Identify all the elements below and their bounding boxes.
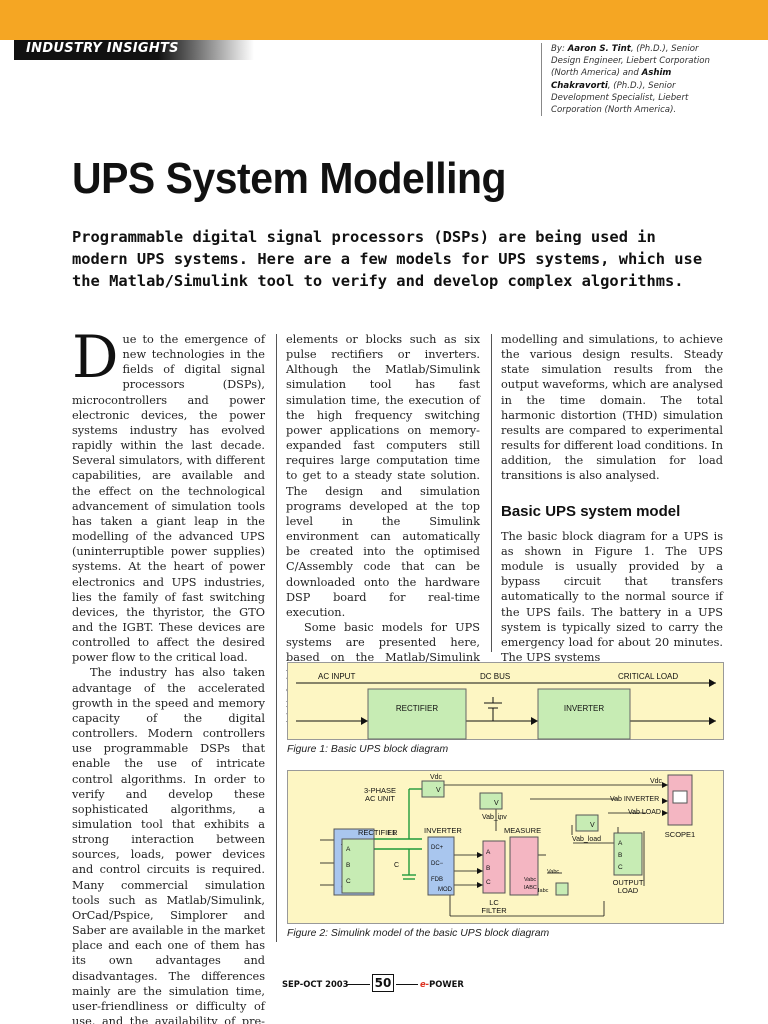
drop-cap: D [72,323,119,391]
vab-load-label: Vab LOAD [628,809,661,816]
output-load-label-1: OUTPUT [613,878,644,887]
rect-port-a: A [346,846,351,853]
figure-1-caption: Figure 1: Basic UPS block diagram [287,744,449,755]
publication-name: e-POWER [420,979,464,989]
labc-terminal-label: Iabc [538,888,549,894]
vab-inv-label: Vab_inv [482,814,507,821]
issue-date: SEP-OCT 2003 [282,979,349,989]
article-title: UPS System Modelling [72,154,507,203]
col1-paragraph-2: The industry has also taken advantage of… [72,666,265,1024]
figure-2-simulink-model: 3-PHASE AC UNIT A B C RECTIFIER A B C L1… [287,770,724,924]
rectifier-block [367,688,467,740]
figure-1-svg: AC INPUT DC BUS CRITICAL LOAD RECTIFIER … [296,672,716,740]
page-number: 50 [372,974,394,992]
figure-2-caption: Figure 2: Simulink model of the basic UP… [287,928,550,939]
lc-port-a: A [486,849,491,856]
vabc-terminal-label: Vabc [547,869,559,875]
dc-voltmeter-block [421,780,445,798]
load-voltmeter-v: V [590,822,595,829]
ac-input-label: AC INPUT [318,672,355,681]
author-2-name: Ashim Chakravorti [551,68,672,91]
rectifier-block [341,838,375,894]
lc-filter-block [482,840,506,894]
col3-paragraph-2: The basic block diagram for a UPS is as … [501,529,723,664]
inverter-fdb: FDB [431,877,443,883]
critical-load-label: CRITICAL LOAD [618,672,678,681]
figure-1-block-diagram: AC INPUT DC BUS CRITICAL LOAD RECTIFIER … [287,662,724,740]
inverter-mod: MOD [438,887,453,893]
lc-port-c: C [486,879,491,886]
load-voltmeter-block [575,814,599,832]
rect-port-c: C [346,878,351,885]
output-load-block [613,832,643,876]
column-3: modelling and simulations, to achieve th… [501,332,723,665]
measure-vabc: Vabc [524,877,536,883]
section-tag: INDUSTRY INSIGHTS [14,40,254,60]
column-divider-2 [491,334,492,652]
scope-label: SCOPE1 [665,830,695,839]
article-deck: Programmable digital signal processors (… [72,228,703,290]
ac-unit-label-1: 3-PHASE [364,786,396,795]
terminator-block [555,882,569,896]
output-load-label-2: LOAD [618,886,639,895]
rectifier-label: RECTIFIER [396,704,438,713]
measure-block [509,836,539,896]
inverter-label: INVERTER [564,704,605,713]
inverter-label: INVERTER [424,826,462,835]
inverter-block [427,836,455,896]
vdc-right-label: Vdc [650,778,663,785]
ac-unit-label-2: AC UNIT [365,794,395,803]
capacitor-label: C [394,862,399,869]
byline-by-label: By: [551,44,565,54]
publication-suffix: POWER [429,979,464,989]
load-port-c: C [618,864,623,871]
author-1-name: Aaron S. Tint [567,44,631,54]
lc-port-b: B [486,865,490,872]
lc-filter-label-1: LC [489,898,499,907]
inverter-voltmeter-block [479,792,503,810]
measure-iabc: IABC [524,885,537,891]
author-1-description: , (Ph.D.), Senior Design Engineer, Liebe… [551,44,710,79]
section-tag-label: INDUSTRY INSIGHTS [26,41,179,56]
inductor-label: L1 [388,830,396,837]
inverter-dc-minus: DC− [431,861,444,867]
footer-rule-left [346,984,370,985]
figure-2-svg: 3-PHASE AC UNIT A B C RECTIFIER A B C L1… [320,774,695,917]
inverter-voltmeter-v: V [494,800,499,807]
section-subhead: Basic UPS system model [501,502,681,520]
load-port-b: B [618,852,622,859]
rectifier-label: RECTIFIER [358,828,398,837]
dc-bus-label: DC BUS [480,672,510,681]
scope-screen-icon [672,790,688,804]
rect-port-b: B [346,862,350,869]
top-color-bar [0,0,768,40]
author-2-description: , (Ph.D.), Senior Development Specialist… [551,80,689,116]
lc-filter-label-2: FILTER [481,906,507,915]
inverter-block [537,688,631,740]
dc-voltmeter-v: V [436,787,441,794]
vab-inverter-label: Vab INVERTER [610,796,659,803]
byline: By: Aaron S. Tint, (Ph.D.), Senior Desig… [541,43,721,117]
col2-paragraph-1: elements or blocks such as six pulse rec… [286,333,480,619]
footer-rule-right [396,984,418,985]
vab-load-small-label: Vab_load [572,836,601,843]
measure-label: MEASURE [504,826,541,835]
column-divider-1 [276,334,277,942]
col1-paragraph-1: ue to the emergence of new technologies … [72,333,265,665]
col3-paragraph-1: modelling and simulations, to achieve th… [501,333,723,483]
load-port-a: A [618,840,623,847]
page-footer: SEP-OCT 2003 50 e-POWER [0,974,768,994]
inverter-dc-plus: DC+ [431,845,444,851]
publication-prefix: e- [420,979,430,989]
vdc-top-label: Vdc [430,774,443,781]
